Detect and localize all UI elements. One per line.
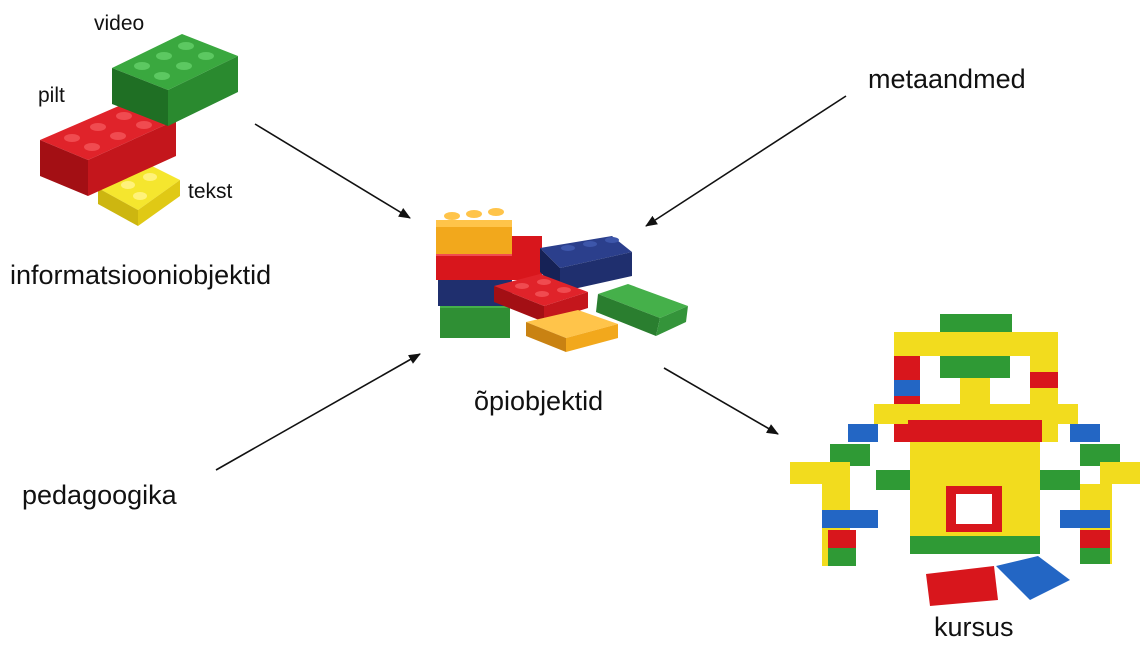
label-metadata: metaandmed — [868, 64, 1026, 94]
green-brick-video — [112, 34, 238, 126]
arrow-learning-to-course — [663, 367, 779, 435]
arrows — [215, 95, 847, 471]
label-tekst: tekst — [188, 180, 233, 203]
label-information-objects: informatsiooniobjektid — [10, 260, 272, 290]
label-video: video — [94, 12, 145, 35]
arrow-metadata-to-learning — [645, 95, 847, 227]
label-course: kursus — [934, 612, 1014, 642]
red-brick-pilt — [40, 102, 176, 196]
arrow-pedagogy-to-learning — [215, 353, 421, 471]
information-object-bricks — [40, 34, 238, 226]
course-structure — [790, 314, 1140, 606]
yellow-brick-tekst — [98, 160, 180, 226]
label-pedagogy: pedagoogika — [22, 480, 177, 510]
learning-object-bricks — [436, 208, 688, 352]
arrow-information-to-learning — [254, 123, 411, 219]
label-pilt: pilt — [38, 84, 65, 107]
label-learning-objects: õpiobjektid — [474, 386, 604, 416]
